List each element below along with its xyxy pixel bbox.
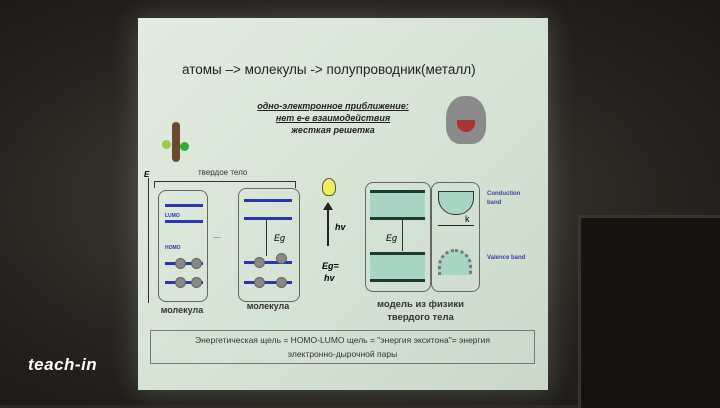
- blackboard: [578, 215, 720, 408]
- k-arrow: [438, 225, 474, 226]
- lumo-label: LUMO: [165, 213, 180, 219]
- hv-label: hv: [335, 222, 346, 232]
- note-line-2: электронно-дырочной пары: [287, 349, 398, 359]
- dispersion-box: [431, 182, 480, 292]
- molecule-box-1: LUMO HOMO: [158, 190, 208, 302]
- conduction-band-label: Conduction band: [487, 190, 520, 208]
- energy-gap-note: Энергетическая щель = HOMO-LUMO щель = "…: [150, 330, 535, 364]
- teach-in-logo: teach-in: [28, 355, 98, 374]
- slide-title: атомы –> молекулы -> полупроводник(метал…: [182, 62, 476, 77]
- projected-slide: атомы –> молекулы -> полупроводник(метал…: [138, 18, 548, 390]
- model-label: модель из физики твердого тела: [363, 298, 478, 324]
- energy-axis: [148, 178, 149, 303]
- subtitle-line-1: одно-электронное приближение:: [257, 101, 409, 111]
- eg-label: Eg: [274, 233, 286, 243]
- arrow-head: [323, 202, 333, 210]
- conduction-line-2: band: [487, 200, 502, 206]
- note-line-1: Энергетическая щель = HOMO-LUMO щель = "…: [195, 335, 490, 345]
- photon-arrow: [327, 208, 329, 246]
- molecule-label-2: молекула: [246, 301, 290, 311]
- k-label: k: [465, 214, 470, 224]
- model-line-1: модель из физики: [377, 299, 464, 310]
- hv-label-2: hv: [324, 273, 335, 283]
- energy-axis-label: E: [144, 170, 150, 179]
- solid-bracket: [154, 181, 296, 188]
- solid-label: твердое тело: [198, 168, 248, 177]
- ellipsis: ....: [213, 233, 221, 240]
- subtitle-line-3: жесткая решетка: [291, 125, 375, 135]
- valence-band-label: Valence band: [487, 255, 526, 261]
- molecule-label-1: молекула: [160, 305, 204, 315]
- lightbulb-icon: [322, 178, 336, 196]
- model-line-2: твердого тела: [387, 312, 454, 323]
- subtitle-line-2: нет е-е взаимодействия: [275, 113, 391, 123]
- molecule-box-2: Eg: [238, 188, 300, 302]
- rock-cartoon-icon: [446, 96, 486, 144]
- scientist-cartoon-icon: [160, 118, 192, 168]
- conduction-line-1: Conduction: [487, 191, 521, 197]
- homo-label: HOMO: [165, 245, 181, 251]
- eg-equals-label: Eg=: [322, 261, 339, 271]
- band-model-box: Eg: [365, 182, 431, 292]
- band-eg-label: Eg: [386, 233, 398, 243]
